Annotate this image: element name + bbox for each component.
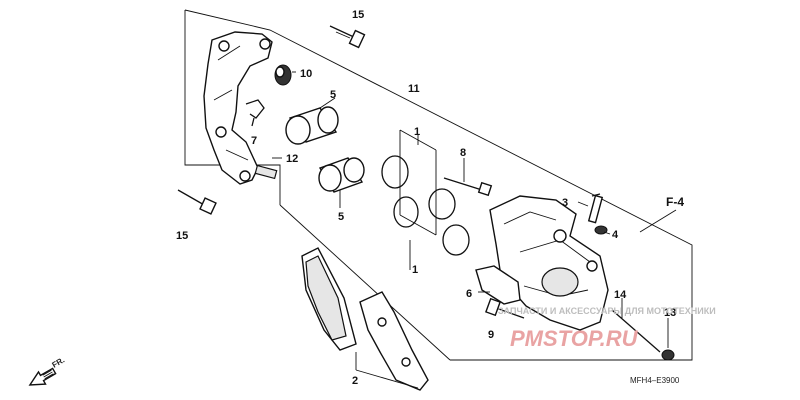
label-15-bottom: 15 <box>176 230 188 242</box>
label-1-upper: 1 <box>414 126 420 138</box>
caliper-bracket <box>203 31 278 185</box>
label-7: 7 <box>251 135 257 147</box>
label-3: 3 <box>562 197 568 209</box>
bleeder-valve <box>587 193 604 224</box>
piston-upper <box>285 106 339 145</box>
front-direction-arrow <box>28 367 57 386</box>
diagram-code: MFH4–E3900 <box>630 376 680 385</box>
piston-lower <box>318 157 365 193</box>
label-10: 10 <box>300 68 312 80</box>
slide-pin <box>443 177 493 197</box>
label-11: 11 <box>408 83 420 95</box>
label-13: 13 <box>664 307 676 319</box>
pad-shim <box>475 265 521 305</box>
pad-pin-plug <box>661 349 675 361</box>
label-5-upper: 5 <box>330 89 336 101</box>
section-ref-f4: F-4 <box>666 195 684 209</box>
pad-pin <box>611 309 661 353</box>
label-15-top: 15 <box>352 9 364 21</box>
brake-pad-left <box>301 247 357 351</box>
leader-lines <box>272 31 677 389</box>
watermark-brand: PMSTOP.RU <box>510 326 639 351</box>
pin-boot <box>274 64 292 86</box>
front-direction-label: FR. <box>51 355 67 369</box>
label-14: 14 <box>614 289 627 301</box>
bolt-top <box>329 25 366 49</box>
brake-pad-right <box>359 291 429 391</box>
label-12: 12 <box>286 153 298 165</box>
pad-spring-clip <box>245 99 265 127</box>
bolt-bottom <box>177 189 217 215</box>
label-6: 6 <box>466 288 472 300</box>
label-1-lower: 1 <box>412 264 418 276</box>
label-9: 9 <box>488 329 494 341</box>
piston-seals <box>381 155 470 256</box>
label-4: 4 <box>612 229 619 241</box>
label-5-lower: 5 <box>338 211 344 223</box>
watermark-caption: ЗАПЧАСТИ И АКСЕССУАРЫ ДЛЯ МОТОТЕХНИКИ <box>498 306 716 316</box>
pad-pin-screw <box>485 297 525 319</box>
label-2: 2 <box>352 375 358 387</box>
label-8: 8 <box>460 147 466 159</box>
